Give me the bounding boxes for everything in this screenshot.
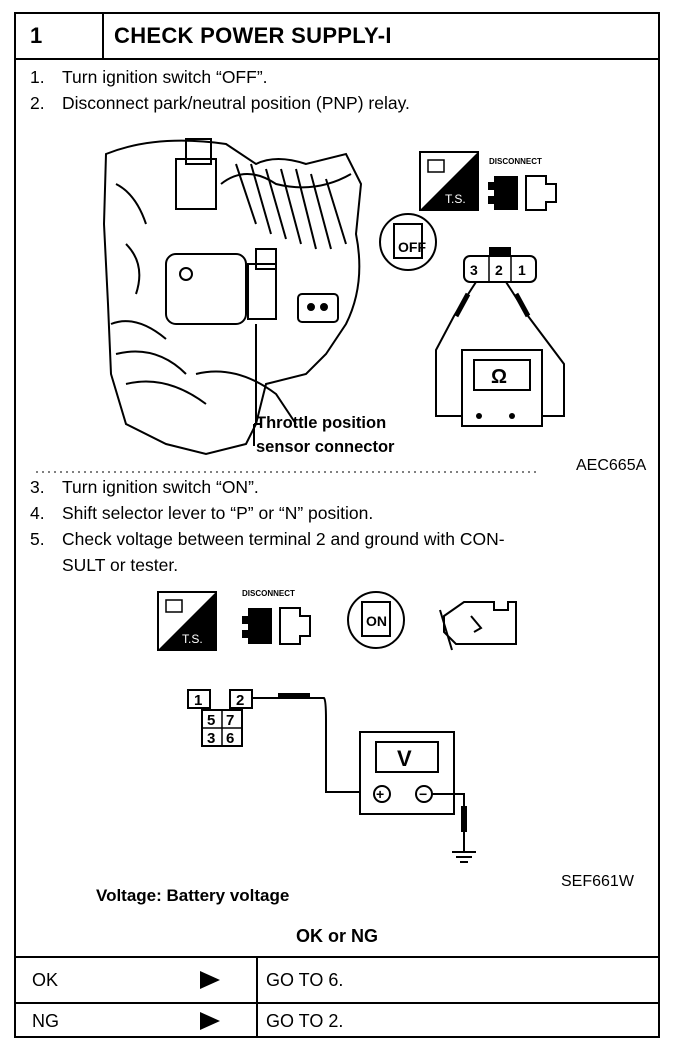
arrow-right-icon <box>200 1012 220 1030</box>
result-row-ng: NG GO TO 2. <box>16 1002 658 1038</box>
svg-text:2: 2 <box>495 262 503 278</box>
arrow-right-icon <box>200 971 220 989</box>
engine-running-icon <box>439 601 517 651</box>
svg-text:Ω: Ω <box>491 366 507 388</box>
figure-voltage-check: T.S. DISCONNECT ON 1 2 5 <box>157 589 635 890</box>
voltage-spec: Voltage: Battery voltage <box>96 886 290 905</box>
procedure-page: 1 CHECK POWER SUPPLY-I 1.Turn ignition s… <box>14 12 660 1038</box>
ignition-key-off-icon: OFF <box>379 213 437 271</box>
svg-text:DISCONNECT: DISCONNECT <box>489 157 542 166</box>
ignition-key-on-icon: ON <box>347 591 405 649</box>
instruction-continuation: SULT or tester. <box>62 555 179 575</box>
ohmmeter: Ω <box>461 349 543 427</box>
disconnect-connector-icon: DISCONNECT <box>242 589 311 645</box>
svg-text:V: V <box>397 746 412 771</box>
relay-connector: 3 2 1 <box>463 247 537 283</box>
result-action: GO TO 6. <box>266 970 344 990</box>
instruction-step: 3.Turn ignition switch “ON”. <box>30 477 259 497</box>
figure-code: AEC665A <box>576 457 647 474</box>
figure-callout: sensor connector <box>256 438 395 456</box>
result-key: NG <box>32 1011 59 1031</box>
procedure-header: 1 CHECK POWER SUPPLY-I <box>16 14 658 60</box>
svg-text:+: + <box>376 786 384 802</box>
instruction-step: 2.Disconnect park/neutral position (PNP)… <box>30 93 410 113</box>
relay-connector-harness: 1 2 5 7 3 6 <box>187 689 253 747</box>
svg-text:5: 5 <box>207 712 215 729</box>
svg-text:1: 1 <box>194 692 202 709</box>
svg-text:1: 1 <box>518 262 526 278</box>
disconnect-connector-icon: DISCONNECT <box>488 157 557 211</box>
ok-or-ng-label: OK or NG <box>295 926 378 946</box>
ts-tester-icon: T.S. <box>419 151 479 211</box>
instruction-step: 1.Turn ignition switch “OFF”. <box>30 67 268 87</box>
svg-text:−: − <box>419 786 427 802</box>
svg-text:3: 3 <box>207 730 215 747</box>
figure-pnp-relay-continuity: Throttle position sensor connector T.S. … <box>36 138 647 474</box>
instruction-step: 5.Check voltage between terminal 2 and g… <box>30 529 505 549</box>
svg-text:T.S.: T.S. <box>445 192 466 206</box>
result-action: GO TO 2. <box>266 1011 344 1031</box>
svg-text:3: 3 <box>470 262 478 278</box>
ts-tester-icon: T.S. <box>157 591 217 651</box>
svg-text:6: 6 <box>226 730 234 747</box>
voltmeter: V + − <box>359 731 455 815</box>
svg-text:DISCONNECT: DISCONNECT <box>242 589 295 598</box>
procedure-title: CHECK POWER SUPPLY-I <box>114 23 392 48</box>
figure-code: SEF661W <box>561 873 635 890</box>
instruction-step: 4.Shift selector lever to “P” or “N” pos… <box>30 503 374 523</box>
step-number: 1 <box>16 14 104 58</box>
svg-text:ON: ON <box>366 613 387 629</box>
svg-text:OFF: OFF <box>398 239 426 255</box>
svg-text:7: 7 <box>226 712 234 729</box>
svg-text:2: 2 <box>236 692 244 709</box>
svg-text:T.S.: T.S. <box>182 632 203 646</box>
result-row-ok: OK GO TO 6. <box>16 956 658 1004</box>
figure-callout: Throttle position <box>256 414 386 432</box>
ground-symbol <box>452 851 476 863</box>
result-key: OK <box>32 970 59 990</box>
engine-illustration <box>102 138 363 456</box>
